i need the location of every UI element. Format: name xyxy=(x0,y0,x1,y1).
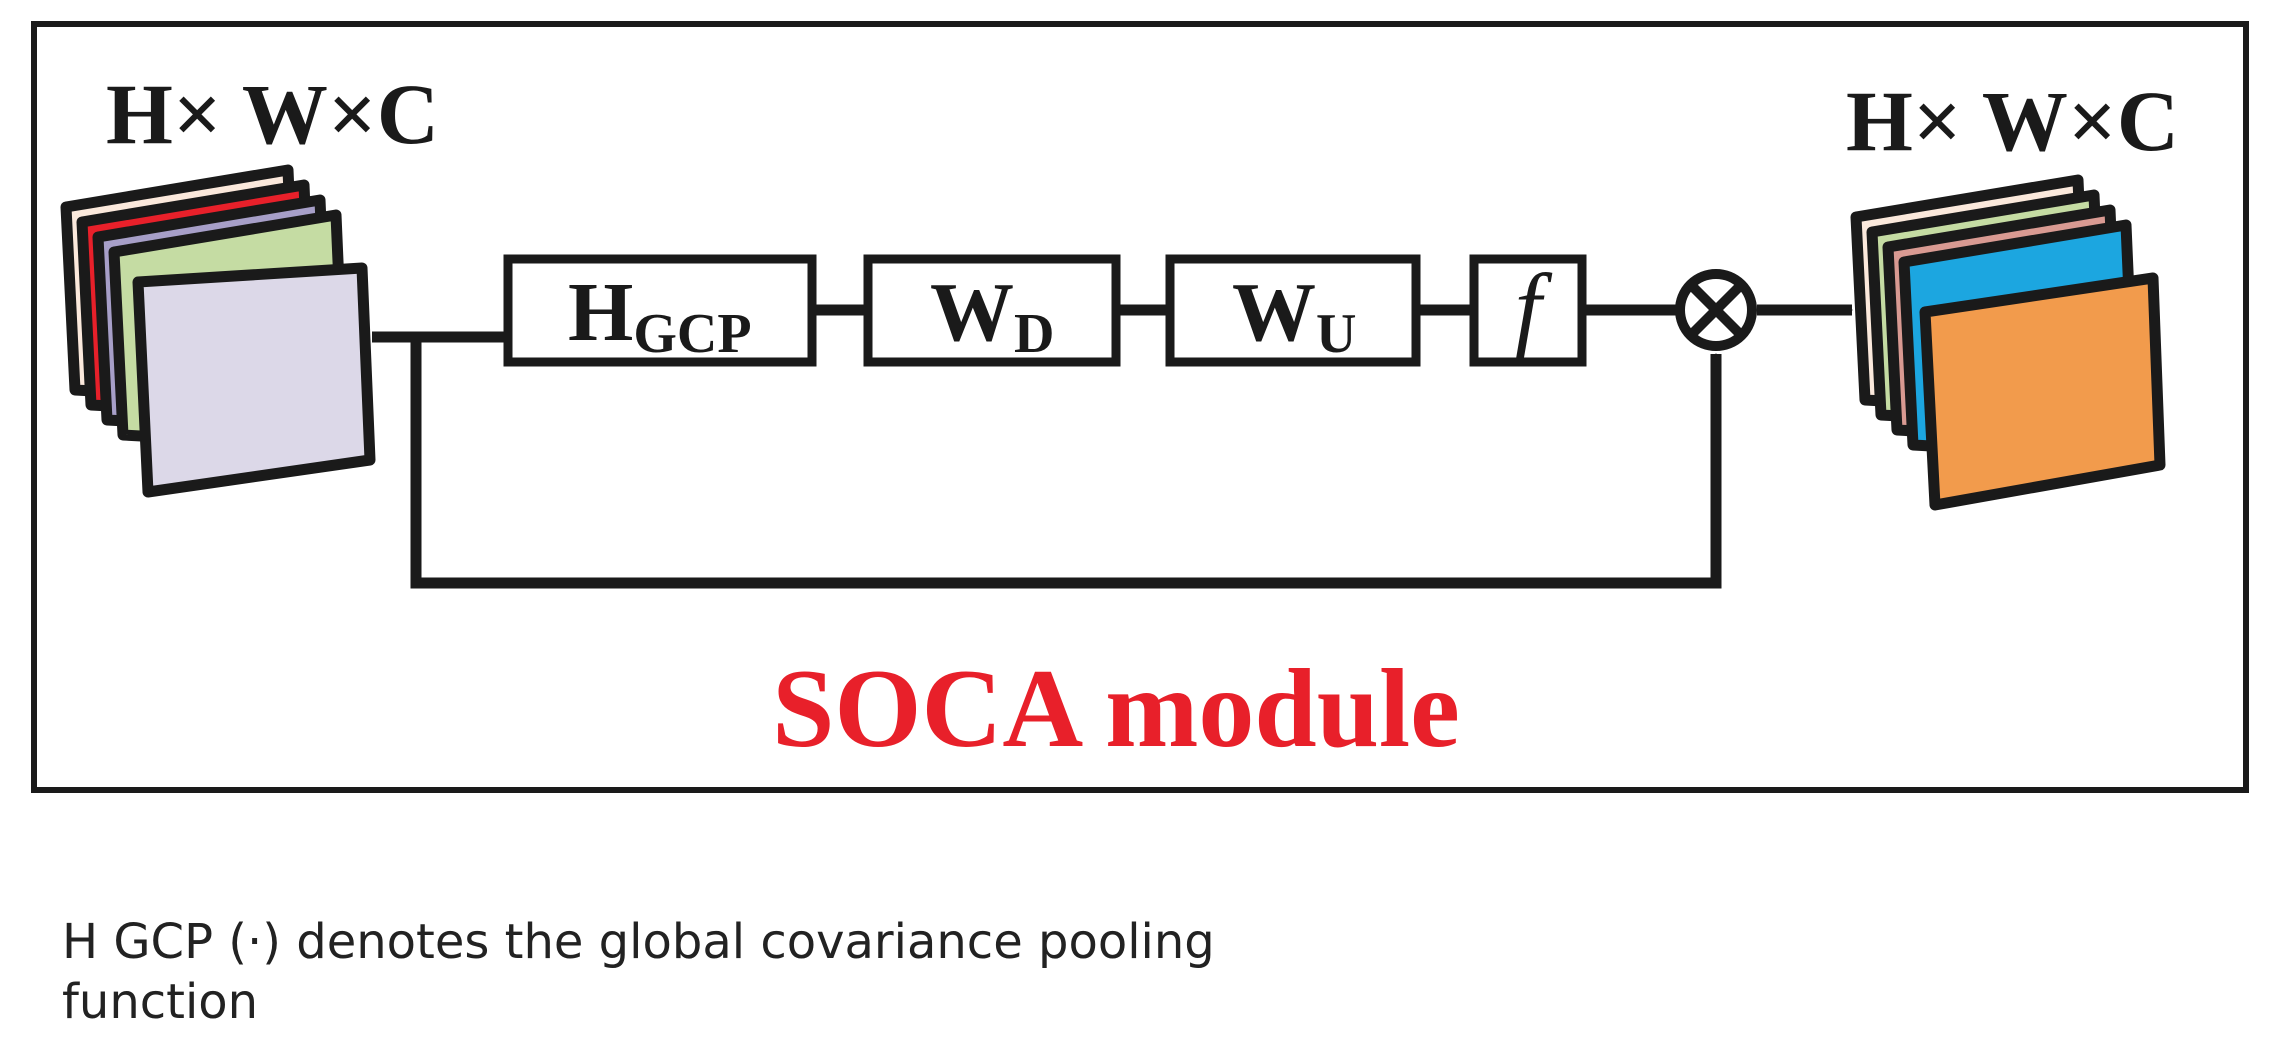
module-frame xyxy=(31,21,2249,793)
hgcp-main-label: H xyxy=(568,266,633,359)
wd-subscript-label: D xyxy=(1014,303,1054,365)
input-layer-5 xyxy=(132,262,376,498)
output-feature-stack xyxy=(1850,174,2166,511)
output-layer-5 xyxy=(1919,272,2166,511)
svg-text:WD: WD xyxy=(930,266,1054,365)
hgcp-block: HGCP xyxy=(503,254,817,367)
input-feature-stack xyxy=(60,164,376,498)
skip-connection-arrow xyxy=(410,337,1722,589)
wu-block: WU xyxy=(1165,254,1421,367)
hgcp-subscript-label: GCP xyxy=(633,303,751,365)
multiply-node xyxy=(1675,269,1757,351)
figure-caption: H GCP (·) denotes the global covariance … xyxy=(62,914,1215,1030)
svg-text:WU: WU xyxy=(1232,266,1356,365)
wd-block: WD xyxy=(863,254,1121,367)
module-title: SOCA module xyxy=(772,647,1460,771)
input-dims-label: H× W×C xyxy=(106,66,439,162)
wd-main-label: W xyxy=(930,266,1014,359)
output-dims-label: H× W×C xyxy=(1846,73,2179,169)
wu-main-label: W xyxy=(1232,266,1316,359)
svg-text:HGCP: HGCP xyxy=(568,266,752,365)
activation-block: f xyxy=(1469,254,1587,367)
wu-subscript-label: U xyxy=(1316,303,1356,365)
